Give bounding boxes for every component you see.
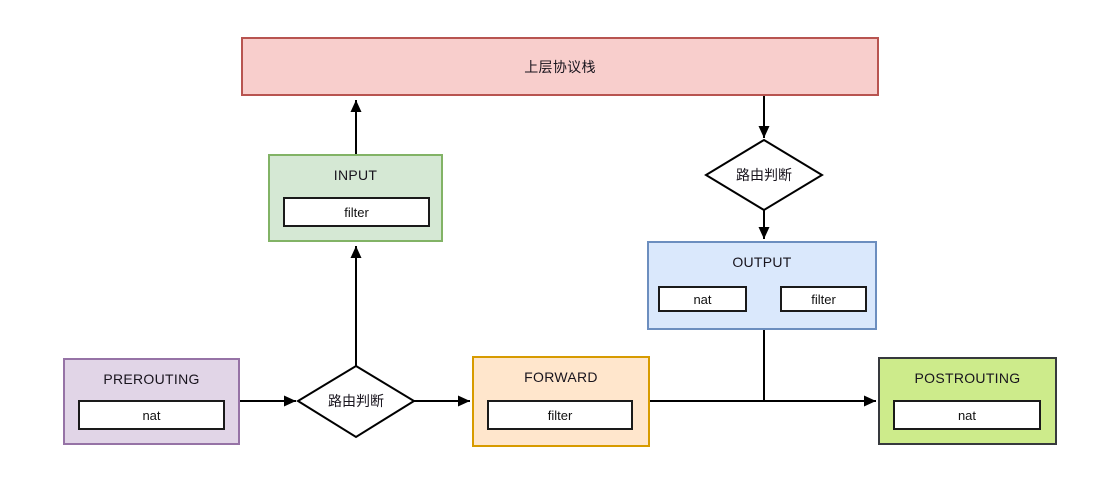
- postrouting-chain-label: POSTROUTING: [914, 370, 1021, 386]
- node-output-chain: OUTPUT nat filter: [647, 241, 877, 330]
- output-filter-table-label: filter: [811, 291, 836, 307]
- node-forward-chain: FORWARD filter: [472, 356, 650, 447]
- routing-decision-top-diamond: [704, 138, 824, 212]
- node-prerouting-chain: PREROUTING nat: [63, 358, 240, 445]
- forward-filter-table: filter: [487, 400, 633, 430]
- forward-chain-label: FORWARD: [524, 369, 598, 385]
- routing-decision-bottom-label: 路由判断: [328, 393, 384, 409]
- input-filter-table: filter: [283, 197, 430, 227]
- postrouting-nat-table: nat: [893, 400, 1041, 430]
- node-protocol-stack: 上层协议栈: [241, 37, 879, 96]
- output-nat-table: nat: [658, 286, 747, 312]
- node-postrouting-chain: POSTROUTING nat: [878, 357, 1057, 445]
- input-chain-label: INPUT: [333, 167, 378, 183]
- output-nat-table-label: nat: [693, 291, 712, 307]
- routing-decision-bottom-diamond: [296, 364, 416, 439]
- prerouting-nat-table: nat: [78, 400, 225, 430]
- output-chain-label: OUTPUT: [732, 254, 792, 270]
- prerouting-nat-table-label: nat: [142, 407, 161, 423]
- forward-filter-table-label: filter: [547, 407, 573, 423]
- postrouting-nat-table-label: nat: [957, 407, 977, 423]
- node-input-chain: INPUT filter: [268, 154, 443, 242]
- protocol-stack-label: 上层协议栈: [524, 58, 596, 75]
- routing-decision-top-label: 路由判断: [736, 167, 792, 183]
- output-filter-table: filter: [780, 286, 867, 312]
- prerouting-chain-label: PREROUTING: [103, 371, 200, 387]
- input-filter-table-label: filter: [344, 204, 369, 220]
